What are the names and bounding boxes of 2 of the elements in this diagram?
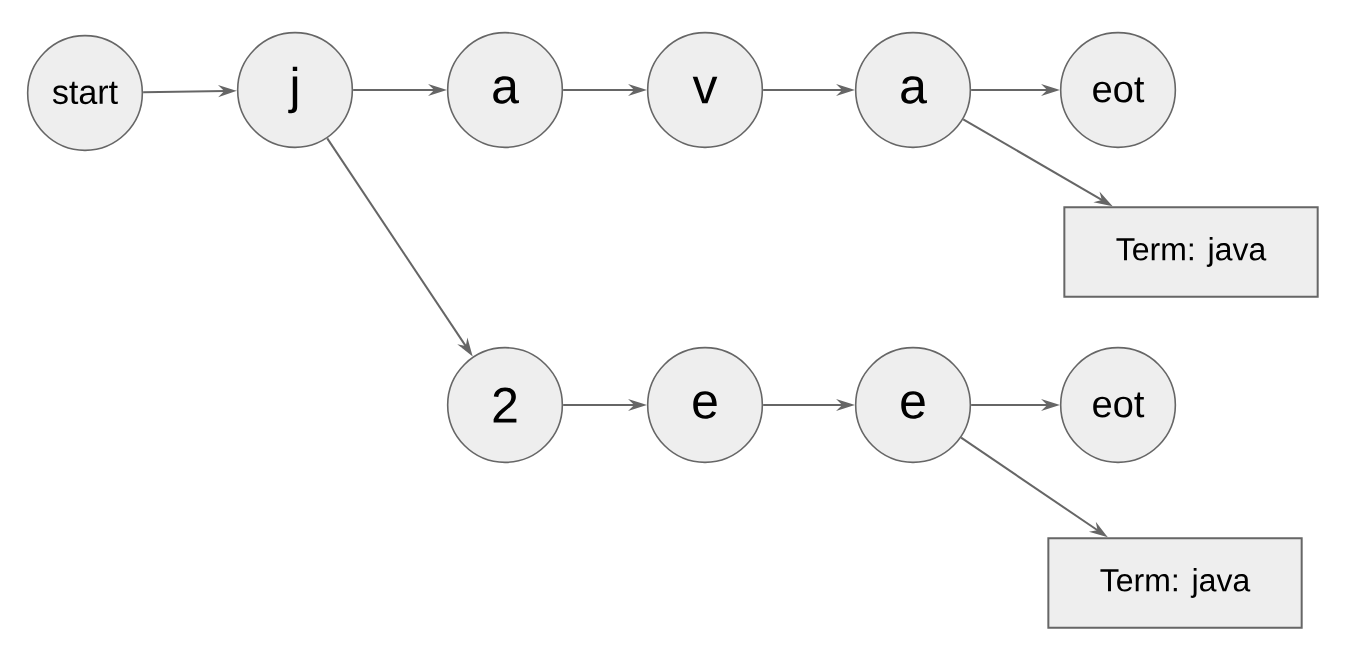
term-box: Term: java: [1047, 537, 1303, 629]
term-box: Term: java: [1063, 206, 1319, 298]
